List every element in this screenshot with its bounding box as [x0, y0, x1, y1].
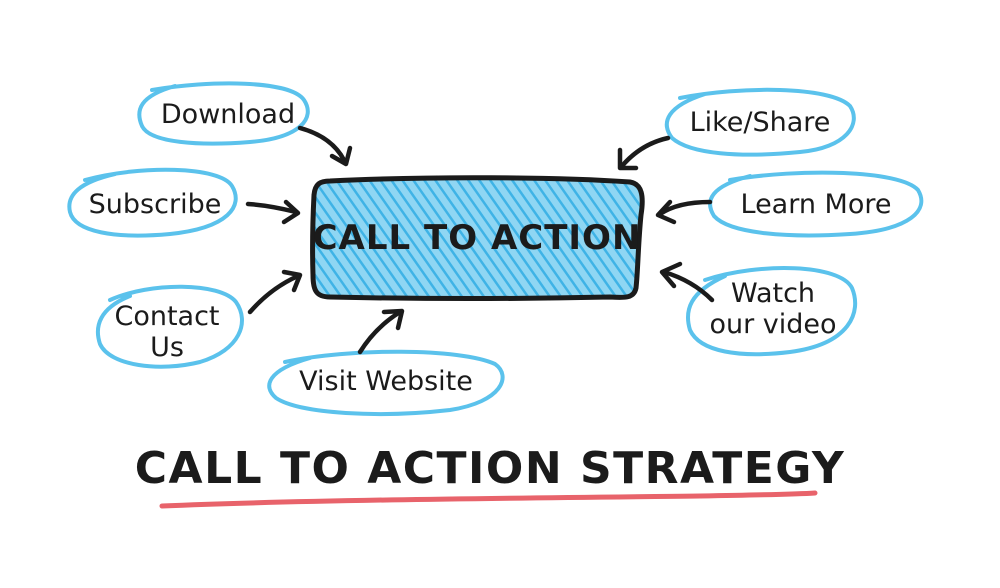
center-box-fill — [312, 177, 643, 299]
arrow-subscribe — [245, 199, 301, 225]
bubble-outline — [267, 349, 505, 416]
arrows — [245, 125, 715, 355]
arrow-download — [297, 125, 353, 167]
node-subscribe: Subscribe — [67, 167, 238, 238]
node-label-learn-more: Learn More — [741, 189, 892, 220]
node-visit-website: Visit Website — [267, 349, 505, 416]
bubble-outline — [685, 266, 858, 357]
node-label-us: Us — [150, 332, 184, 363]
center-box-outline — [310, 175, 645, 301]
node-label-watch: Watch — [731, 278, 815, 309]
node-contact-us: Contact Us — [95, 284, 244, 369]
title-text: CALL TO ACTION STRATEGY — [135, 443, 846, 494]
bubble-outline — [67, 167, 238, 238]
node-download: Download — [137, 81, 310, 146]
node-label-contact: Contact — [114, 301, 219, 332]
node-learn-more: Learn More — [708, 170, 924, 238]
arrow-visit-website — [357, 308, 405, 355]
node-label-download: Download — [161, 99, 295, 130]
arrow-learn-more — [655, 199, 713, 225]
bubble-outline — [665, 87, 856, 157]
node-label-visit-website: Visit Website — [299, 366, 473, 397]
title-underline — [159, 490, 818, 509]
node-like-share: Like/Share — [665, 87, 856, 157]
node-label-subscribe: Subscribe — [89, 189, 222, 220]
bubble-outline — [708, 170, 924, 238]
bubble-outline — [95, 284, 244, 369]
arrow-watch-video — [659, 261, 715, 303]
diagram-title: CALL TO ACTION STRATEGY — [135, 443, 846, 509]
bubble-outline — [137, 81, 310, 146]
arrow-contact-us — [247, 269, 303, 315]
center-box: CALL TO ACTION — [310, 175, 645, 301]
node-label-like-share: Like/Share — [690, 107, 831, 138]
arrow-like-share — [617, 135, 671, 171]
node-watch-video: Watch our video — [685, 266, 858, 357]
center-label: CALL TO ACTION — [313, 218, 642, 258]
node-label-our-video: our video — [709, 309, 836, 340]
